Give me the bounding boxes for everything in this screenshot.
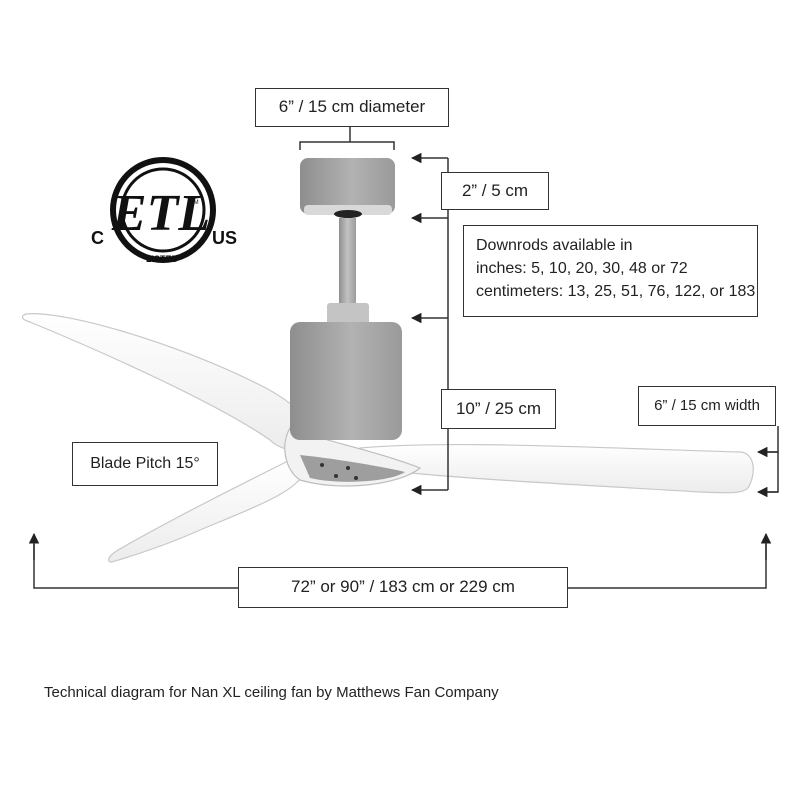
- downrods-label: Downrods available in inches: 5, 10, 20,…: [463, 225, 758, 317]
- housing-height-label: 10” / 25 cm: [441, 389, 556, 429]
- diagram-caption: Technical diagram for Nan XL ceiling fan…: [44, 684, 499, 701]
- etl-letters: ETL: [111, 185, 210, 242]
- motor-housing: [290, 322, 402, 440]
- blade-left-lower: [108, 459, 306, 563]
- screw-4: [354, 476, 358, 480]
- blade-width-text: 6” / 15 cm width: [654, 397, 760, 415]
- etl-certification-logo: ETL LISTED CM: [110, 157, 216, 264]
- diameter-bracket: [299, 141, 395, 150]
- dimension-lines: [28, 127, 779, 589]
- span-line-right: [568, 544, 767, 589]
- diameter-text: 6” / 15 cm diameter: [278, 97, 426, 117]
- canopy-height-label: 2” / 5 cm: [441, 172, 549, 210]
- canopy-height-text: 2” / 5 cm: [461, 180, 529, 200]
- housing-height-text: 10” / 25 cm: [455, 398, 542, 418]
- downrods-line-3: centimeters: 13, 25, 51, 76, 122, or 183: [476, 283, 756, 300]
- motor-underside: [300, 455, 405, 482]
- downrods-line-2: inches: 5, 10, 20, 30, 48 or 72: [476, 260, 688, 277]
- fan-body: [290, 158, 402, 440]
- downrods-line-1: Downrods available in: [476, 237, 633, 254]
- fan-blades: [21, 313, 754, 563]
- etl-listed-text: LISTED: [146, 254, 179, 264]
- blade-pitch-label: Blade Pitch 15°: [72, 442, 218, 486]
- etl-c-letter: C: [91, 228, 104, 248]
- span-text: 72” or 90” / 183 cm or 229 cm: [291, 577, 515, 597]
- etl-us-letters: US: [212, 228, 238, 248]
- diameter-label: 6” / 15 cm diameter: [255, 88, 449, 127]
- screw-3: [334, 474, 338, 478]
- blade-right: [358, 443, 754, 494]
- downrod: [339, 218, 356, 306]
- canopy: [300, 158, 395, 214]
- screw-1: [320, 463, 324, 467]
- etl-cm-text: CM: [189, 200, 198, 206]
- canopy-opening: [334, 210, 362, 218]
- blade-width-label: 6” / 15 cm width: [638, 386, 776, 426]
- screw-2: [346, 466, 350, 470]
- span-label: 72” or 90” / 183 cm or 229 cm: [238, 567, 568, 608]
- blade-left-upper: [21, 313, 321, 452]
- blade-pitch-text: Blade Pitch 15°: [90, 454, 200, 472]
- blade-width-bracket: [760, 451, 779, 493]
